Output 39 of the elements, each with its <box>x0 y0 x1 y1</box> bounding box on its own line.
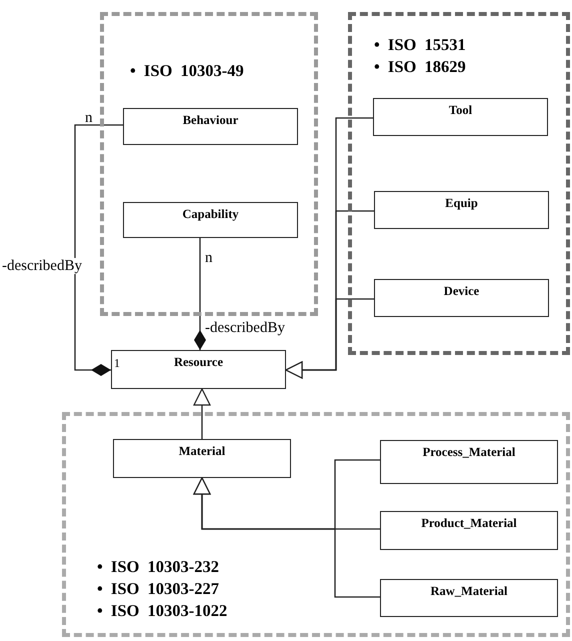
class-name: Tool <box>448 103 472 118</box>
standard-item: • ISO 10303-232 <box>97 556 219 578</box>
composition-connector <box>74 124 123 376</box>
class-box <box>123 202 298 238</box>
edge-label: -describedBy <box>205 320 285 336</box>
class-name: Equip <box>445 196 478 211</box>
class-box <box>373 98 548 136</box>
standard-item: • ISO 10303-227 <box>97 578 219 600</box>
class-box <box>123 108 298 145</box>
class-box <box>380 579 558 617</box>
class-name: Product_Material <box>421 516 517 531</box>
multiplicity-label: 1 <box>114 355 120 371</box>
generalization-arrow <box>193 388 211 439</box>
class-box <box>380 511 558 550</box>
dashed-group-frame <box>348 12 570 355</box>
class-name: Material <box>178 444 226 459</box>
class-box <box>111 350 286 389</box>
class-name: Process_Material <box>422 445 516 460</box>
generalization-arrow <box>285 298 374 379</box>
class-box <box>374 191 549 229</box>
class-box <box>113 439 291 478</box>
class-box <box>380 440 558 484</box>
class-name: Resource <box>174 355 224 370</box>
class-name: Device <box>444 284 480 299</box>
edge-label: -describedBy <box>2 258 82 274</box>
standard-item: • ISO 18629 <box>374 56 466 78</box>
class-name: Raw_Material <box>430 584 508 599</box>
class-name: Behaviour <box>182 113 238 128</box>
class-box <box>374 279 549 317</box>
composition-connector <box>194 238 206 350</box>
multiplicity-label: n <box>85 110 92 126</box>
class-name: Capability <box>182 207 239 222</box>
multiplicity-label: n <box>205 250 212 266</box>
standard-item: • ISO 15531 <box>374 34 466 56</box>
standard-item: • ISO 10303-1022 <box>97 600 228 622</box>
standard-item: • ISO 10303-49 <box>130 60 244 82</box>
dashed-group-frame <box>62 412 570 637</box>
dashed-group-frame <box>100 12 318 316</box>
generalization-arrow <box>193 477 380 598</box>
